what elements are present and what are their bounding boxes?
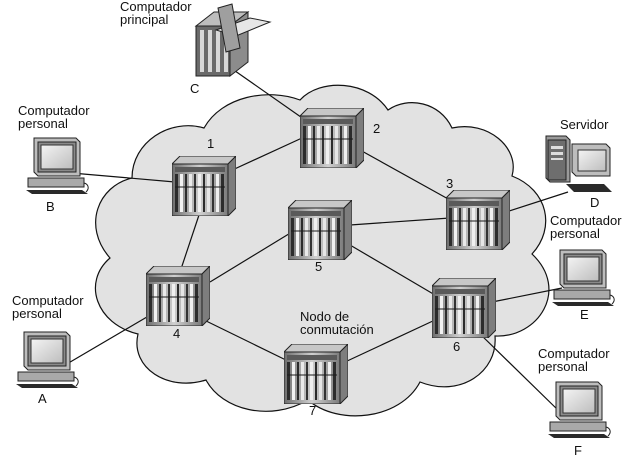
node-label-2: 2 — [373, 121, 381, 136]
pc-f-icon — [547, 381, 611, 439]
link-5-6 — [349, 244, 436, 296]
host-e-letter: E — [580, 307, 589, 322]
host-b-caption-line1: Computador — [18, 103, 90, 118]
host-e-caption-line1: Computador — [550, 213, 622, 228]
host-b-caption-line2: personal — [18, 116, 68, 131]
pc-a-icon — [15, 331, 79, 389]
link-C-2 — [227, 65, 309, 123]
link-D-3 — [505, 191, 569, 213]
switch-7 — [284, 344, 348, 404]
link-A-4 — [59, 313, 153, 369]
node-label-4: 4 — [173, 326, 181, 341]
server-d-icon — [545, 135, 612, 192]
switch-6 — [432, 278, 496, 338]
link-E-6 — [491, 287, 563, 303]
host-e-caption-line2: personal — [550, 226, 600, 241]
node-label-1: 1 — [207, 136, 215, 151]
mainframe-c-icon — [194, 3, 272, 78]
host-a-caption-line1: Computador — [12, 293, 84, 308]
host-f-caption-line2: personal — [538, 359, 588, 374]
node-label-7: 7 — [309, 403, 317, 418]
switch-2 — [300, 108, 364, 168]
switch-4 — [146, 266, 210, 326]
host-c-letter: C — [190, 81, 200, 96]
link-1-2 — [227, 137, 303, 173]
node-label-5: 5 — [315, 259, 323, 274]
host-f-caption-line1: Computador — [538, 346, 610, 361]
switch-caption-line2: conmutación — [300, 322, 374, 337]
switch-5 — [288, 200, 352, 260]
host-c-caption-line2: principal — [120, 12, 169, 27]
host-a-letter: A — [38, 391, 47, 406]
links — [59, 65, 569, 413]
switch-3 — [446, 190, 510, 250]
pc-b-icon — [25, 137, 89, 195]
node-label-3: 3 — [446, 176, 454, 191]
link-1-4 — [179, 211, 201, 273]
host-a-caption-line2: personal — [12, 306, 62, 321]
link-7-6 — [344, 319, 436, 363]
link-F-6 — [477, 331, 561, 413]
link-4-5 — [209, 231, 293, 283]
host-b-letter: B — [46, 199, 55, 214]
node-label-6: 6 — [453, 339, 461, 354]
link-5-3 — [349, 217, 451, 226]
link-2-3 — [359, 149, 451, 201]
host-d-letter: D — [590, 195, 600, 210]
host-f-letter: F — [574, 443, 582, 458]
pc-e-icon — [551, 249, 615, 307]
switch-caption-line1: Nodo de — [300, 309, 350, 324]
host-c-caption-line1: Computador — [120, 0, 192, 14]
host-d-caption-line1: Servidor — [560, 117, 609, 132]
link-4-7 — [199, 317, 291, 363]
switch-1 — [172, 156, 236, 216]
